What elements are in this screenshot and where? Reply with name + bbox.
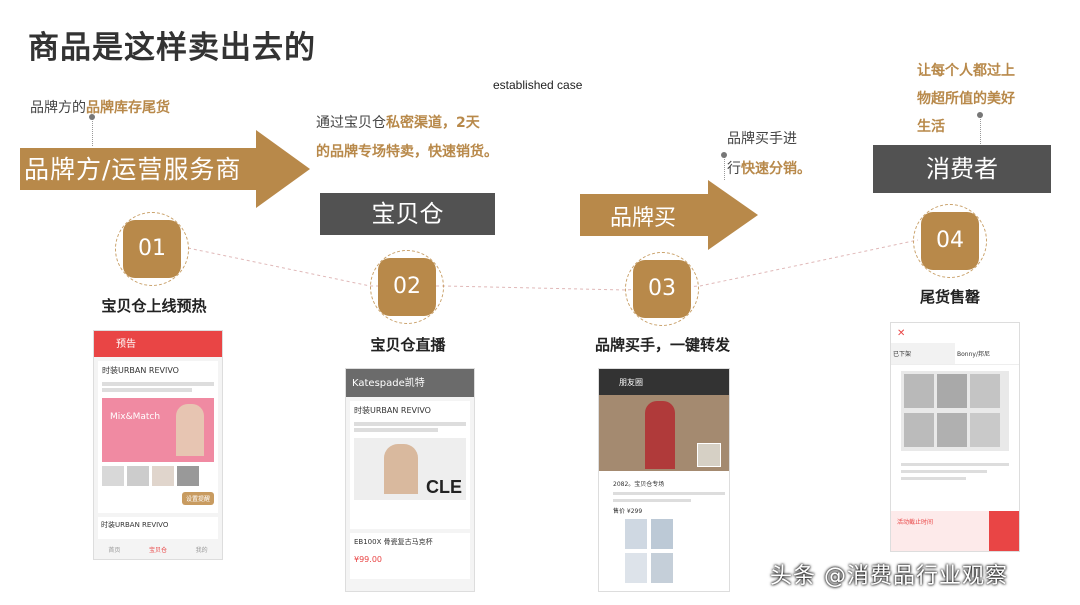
brand-arrow [20, 130, 310, 208]
product-card: 时装URBAN REVIVO Mix&Match 设置提醒 [98, 361, 218, 513]
product-card-2: EB100X 骨瓷复古马克杯 ¥99.00 [350, 533, 470, 579]
step-label-02: 宝贝仓直播 [370, 336, 446, 354]
phone-screenshot-share: 朋友圈 2082。宝贝仓专场 售价 ¥299 [598, 368, 730, 592]
product-card: 时装URBAN REVIVO CLE [350, 401, 470, 529]
bottom-nav: 首页 宝贝仓 我的 [94, 543, 222, 554]
buyer-arrow [580, 180, 758, 250]
post-price: 售价 ¥299 [613, 508, 643, 515]
watermark: 头条 @消费品行业观察 [770, 564, 1008, 589]
banner-image: Mix&Match [102, 398, 214, 462]
card-brand: 时装URBAN REVIVO [102, 366, 179, 375]
warehouse-note-line1: 通过宝贝仓私密渠道，2天 [316, 108, 480, 138]
subtitle: established case [493, 78, 583, 92]
phone-screenshot-live: Katespade凯特 时装URBAN REVIVO CLE EB100X 骨瓷… [345, 368, 475, 592]
product-image: CLE [354, 438, 466, 500]
description [891, 457, 1019, 486]
footer-bar: 活动截止时间 [891, 511, 1019, 551]
remind-button[interactable]: 设置提醒 [181, 492, 214, 505]
step-number: 02 [378, 258, 436, 316]
consumer-note-line1: 让每个人都过上 [917, 63, 1015, 79]
text-line [102, 382, 214, 386]
footer-text: 活动截止时间 [897, 519, 934, 526]
connector-dot [89, 114, 95, 120]
buyer-note-line2: 行快速分销。 [727, 154, 811, 184]
warehouse-note-text: 通过宝贝仓 [316, 115, 386, 131]
warehouse-note-line2: 的品牌专场特卖，快速销货。 [316, 144, 498, 160]
sold-out-button[interactable] [989, 511, 1019, 551]
step-label-01: 宝贝仓上线预热 [101, 297, 207, 315]
tab-brand[interactable]: Bonny/邦尼 [957, 351, 990, 358]
banner-text: Mix&Match [110, 412, 161, 422]
nav-mine[interactable]: 我的 [195, 547, 208, 554]
brand-note: 品牌方的品牌库存尾货 [30, 93, 170, 123]
connector-dot [721, 152, 727, 158]
connector-dot [977, 112, 983, 118]
big-letters: CLE [426, 477, 462, 497]
connector-line [980, 116, 981, 144]
step-label-03: 品牌买手，一键转发 [594, 336, 730, 354]
phone-header: Katespade凯特 [346, 369, 474, 397]
product-grid [901, 371, 1009, 451]
phone-header: 朋友圈 [599, 369, 729, 395]
step-number: 04 [921, 212, 979, 270]
tab-row: 已下架 Bonny/邦尼 [891, 343, 1019, 365]
page-title: 商品是这样卖出去的 [28, 30, 316, 66]
step-circle-04: 04 [913, 204, 987, 278]
step-circle-02: 02 [370, 250, 444, 324]
buyer-note-text: 行 [727, 161, 741, 177]
post-line: 2082。宝贝仓专场 [613, 481, 665, 488]
card-brand-2: 时装URBAN REVIVO [98, 517, 218, 539]
item-name: EB100X 骨瓷复古马克杯 [354, 538, 433, 546]
model-image [176, 404, 204, 456]
brand-note-text: 品牌方的 [30, 100, 86, 116]
warehouse-box: 宝贝仓 [320, 193, 495, 235]
brand-note-highlight: 品牌库存尾货 [86, 100, 170, 116]
close-icon[interactable]: ✕ [897, 328, 906, 339]
brand-arrow-label: 品牌方/运营服务商 [24, 155, 242, 184]
item-price: ¥99.00 [354, 555, 382, 564]
nav-warehouse[interactable]: 宝贝仓 [148, 547, 167, 554]
consumer-note-line2: 物超所值的美好 [917, 91, 1015, 107]
post-text: 2082。宝贝仓专场 售价 ¥299 [599, 471, 729, 519]
cover-image [599, 395, 729, 471]
connector-line [724, 155, 725, 180]
buyer-note-highlight: 快速分销。 [741, 161, 811, 177]
step-label-04: 尾货售罄 [919, 288, 980, 306]
card-brand: 时装URBAN REVIVO [354, 406, 431, 415]
phone-screenshot-soldout: ✕ 已下架 Bonny/邦尼 活动截止时间 [890, 322, 1020, 552]
tab-delisted[interactable]: 已下架 [891, 343, 955, 364]
consumer-note-line3: 生活 [917, 119, 945, 135]
step-number: 03 [633, 260, 691, 318]
step-number: 01 [123, 220, 181, 278]
step-circle-03: 03 [625, 252, 699, 326]
post-images [599, 519, 729, 549]
phone-screenshot-preheat: 预告 时装URBAN REVIVO Mix&Match 设置提醒 时装URBAN… [93, 330, 223, 560]
thumb-row [102, 466, 214, 486]
nav-home[interactable]: 首页 [108, 547, 121, 554]
text-line [102, 388, 192, 392]
warehouse-note-highlight: 私密渠道，2天 [386, 115, 480, 131]
post-images-2 [599, 549, 729, 583]
buyer-note-line1: 品牌买手进 [727, 131, 797, 147]
phone-header: 预告 [94, 331, 222, 357]
step-circle-01: 01 [115, 212, 189, 286]
consumer-box: 消费者 [873, 145, 1051, 193]
buyer-arrow-label: 品牌买 [610, 206, 677, 231]
connector-line [92, 118, 93, 146]
